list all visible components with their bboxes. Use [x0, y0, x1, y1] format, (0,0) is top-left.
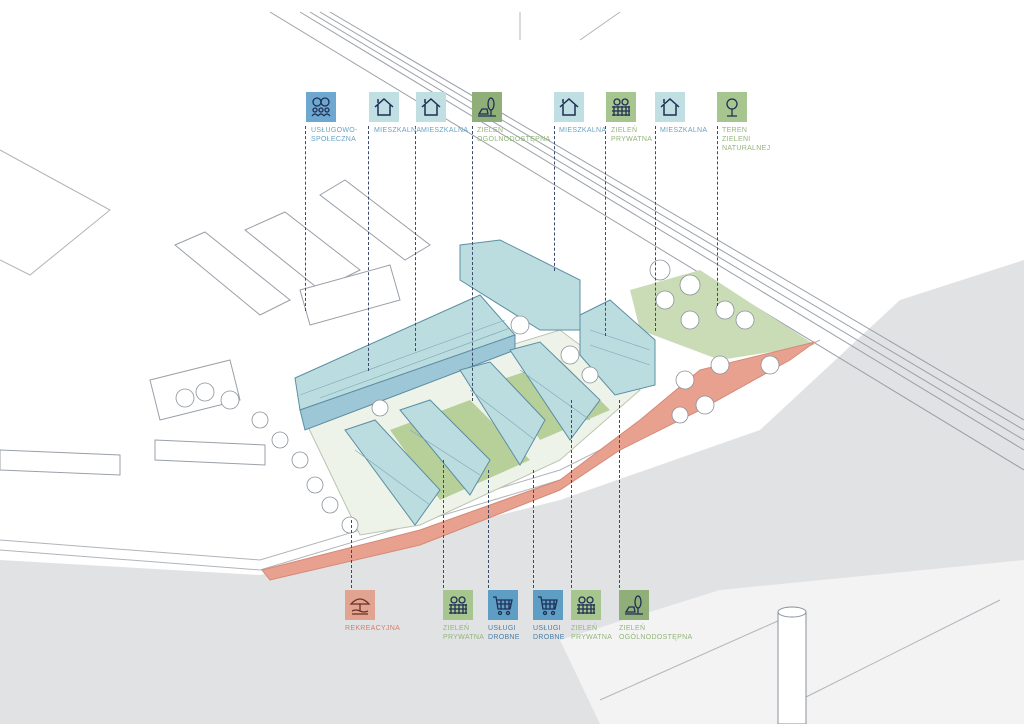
park-tree-icon: [619, 590, 649, 620]
tag-label: USŁUGI DROBNE: [488, 625, 520, 641]
tag-uslugi-drobne: USŁUGI DROBNE: [488, 590, 608, 642]
leader-line: [443, 460, 444, 588]
tag-teren-zieleni-naturalnej: TEREN ZIELENI NATURALNEJ: [717, 92, 837, 153]
tag-label: ZIELEŃ PRYWATNA: [611, 127, 653, 143]
leader-line: [351, 520, 352, 588]
tag-uslugi-drobne: USŁUGI DROBNE: [533, 590, 653, 642]
leader-line: [554, 126, 555, 271]
leader-line: [415, 126, 416, 351]
leader-line: [305, 126, 306, 311]
tag-label: ZIELEŃ OGÓLNODOSTĘPNA: [619, 625, 693, 641]
tag-label: ZIELEŃ PRYWATNA: [571, 625, 613, 641]
shopping-cart-icon: [488, 590, 518, 620]
leader-line: [533, 470, 534, 588]
tag-label: MIESZKALNA: [374, 127, 422, 134]
tag-zielen-prywatna: ZIELEŃ PRYWATNA: [606, 92, 726, 144]
context-buildings: [0, 179, 431, 476]
leader-line: [472, 126, 473, 401]
beach-umbrella-icon: [345, 590, 375, 620]
leader-line: [655, 126, 656, 331]
railway: [269, 11, 1024, 471]
tree-icon: [717, 92, 747, 122]
tag-mieszkalna: MIESZKALNA: [554, 92, 674, 135]
shopping-cart-icon: [533, 590, 563, 620]
tag-zielen-ogolnodostepna: ZIELEŃ OGÓLNODOSTĘPNA: [472, 92, 592, 144]
tag-label: ZIELEŃ PRYWATNA: [443, 625, 485, 641]
leader-line: [368, 126, 369, 371]
tag-mieszkalna: MIESZKALNA: [369, 92, 489, 135]
tag-zielen-ogolnodostepna: ZIELEŃ OGÓLNODOSTĘPNA: [619, 590, 739, 642]
tag-zielen-prywatna: ZIELEŃ PRYWATNA: [571, 590, 691, 642]
house-icon: [416, 92, 446, 122]
tag-label: MIESZKALNA: [660, 127, 708, 134]
tag-label: REKREACYJNA: [345, 625, 401, 632]
leader-line: [717, 126, 718, 306]
house-icon: [369, 92, 399, 122]
park-tree-icon: [472, 92, 502, 122]
recreation-path: [261, 341, 816, 581]
leader-line: [571, 400, 572, 588]
tag-zielen-prywatna: ZIELEŃ PRYWATNA: [443, 590, 563, 642]
house-icon: [655, 92, 685, 122]
tag-label: USŁUGOWO-SPOŁECZNA: [311, 127, 358, 143]
chimney: [777, 606, 807, 724]
garden-fence-icon: [443, 590, 473, 620]
leader-line: [619, 400, 620, 588]
tag-label: USŁUGI DROBNE: [533, 625, 565, 641]
floor-lines: [299, 319, 651, 506]
residential-buildings: [294, 239, 656, 526]
house-icon: [554, 92, 584, 122]
tag-label: TEREN ZIELENI NATURALNEJ: [722, 127, 771, 152]
leader-line: [488, 470, 489, 588]
tag-label: ZIELEŃ OGÓLNODOSTĘPNA: [477, 127, 551, 143]
tag-rekreacyjna: REKREACYJNA: [345, 590, 465, 633]
tag-mieszkalna: MIESZKALNA: [416, 92, 536, 135]
tag-label: MIESZKALNA: [421, 127, 469, 134]
garden-fence-icon: [606, 92, 636, 122]
tag-mieszkalna: MIESZKALNA: [655, 92, 775, 135]
garden-fence-icon: [571, 590, 601, 620]
people-icon: [306, 92, 336, 122]
tag-label: MIESZKALNA: [559, 127, 607, 134]
trees: [175, 259, 780, 534]
leader-line: [605, 126, 606, 336]
tag-uslugowo-spoleczna: USŁUGOWO-SPOŁECZNA: [306, 92, 426, 144]
